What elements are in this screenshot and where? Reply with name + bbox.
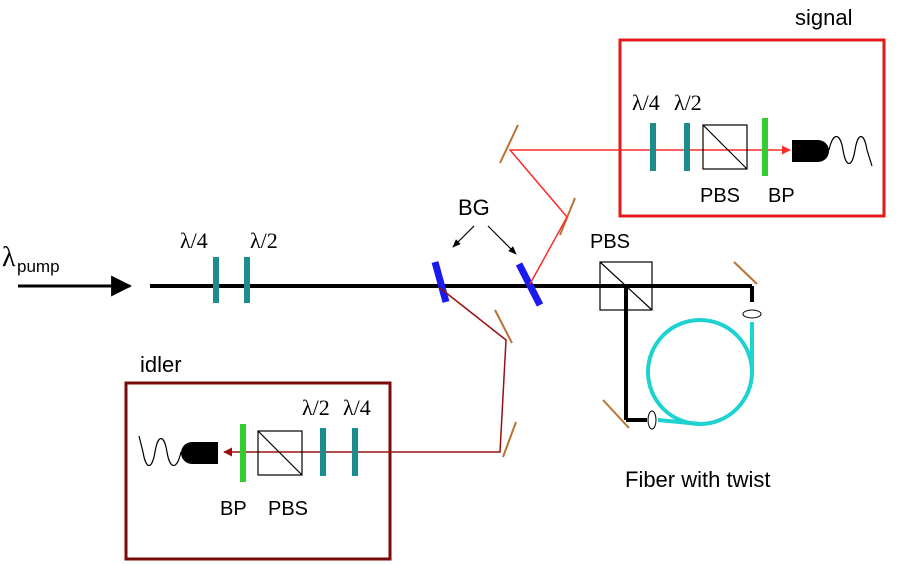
bragg-grating-2: [515, 262, 544, 307]
fiber-lens-bottom-icon: [647, 410, 657, 430]
fiber-lens-top-icon: [742, 309, 762, 319]
pump-quarter-waveplate: [213, 257, 219, 303]
signal-photodetector-icon: [792, 140, 829, 162]
pump-half-waveplate: [244, 257, 250, 303]
signal-half-waveplate: [684, 123, 690, 171]
idler-wave-icon: [138, 435, 182, 467]
signal-quarter-label: λ/4: [632, 90, 660, 115]
pump-lambda-label: λ: [2, 242, 16, 273]
idler-mirror-upper: [494, 309, 513, 344]
signal-label: signal: [795, 5, 852, 30]
fiber-mirror-bottom: [602, 399, 630, 429]
fiber-label: Fiber with twist: [625, 467, 770, 492]
fiber-pbs-label: PBS: [590, 231, 630, 253]
pump-quarter-label: λ/4: [180, 228, 208, 253]
idler-label: idler: [140, 352, 182, 377]
fiber-mirror-top: [733, 261, 758, 285]
twisted-fiber-loop: [646, 318, 754, 426]
idler-bandpass-filter: [240, 424, 246, 482]
pump-half-label: λ/2: [250, 228, 278, 253]
signal-pbs: [702, 124, 748, 170]
idler-mirror-lower: [502, 421, 517, 458]
signal-pbs-label: PBS: [700, 185, 740, 207]
idler-bp-label: BP: [220, 498, 247, 520]
signal-quarter-waveplate: [650, 123, 656, 171]
idler-box: [124, 381, 392, 561]
bg-label: BG: [458, 195, 490, 220]
bg-pointer-left: [452, 225, 475, 248]
idler-photodetector-icon: [181, 442, 218, 464]
bg-pointer-right: [487, 225, 517, 255]
signal-half-label: λ/2: [674, 90, 702, 115]
signal-bandpass-filter: [762, 118, 768, 176]
bragg-grating-1: [431, 261, 450, 303]
idler-half-waveplate: [320, 428, 326, 476]
signal-mirror-upper: [499, 124, 519, 164]
idler-quarter-label: λ/4: [343, 395, 371, 420]
idler-half-label: λ/2: [302, 395, 330, 420]
idler-quarter-waveplate: [352, 428, 358, 476]
idler-beam: [223, 287, 507, 457]
signal-wave-icon: [828, 135, 873, 167]
idler-pbs: [257, 430, 303, 476]
signal-bp-label: BP: [768, 185, 795, 207]
signal-box: [618, 38, 886, 218]
pump-subscript-label: pump: [17, 257, 60, 276]
idler-pbs-label: PBS: [268, 498, 308, 520]
